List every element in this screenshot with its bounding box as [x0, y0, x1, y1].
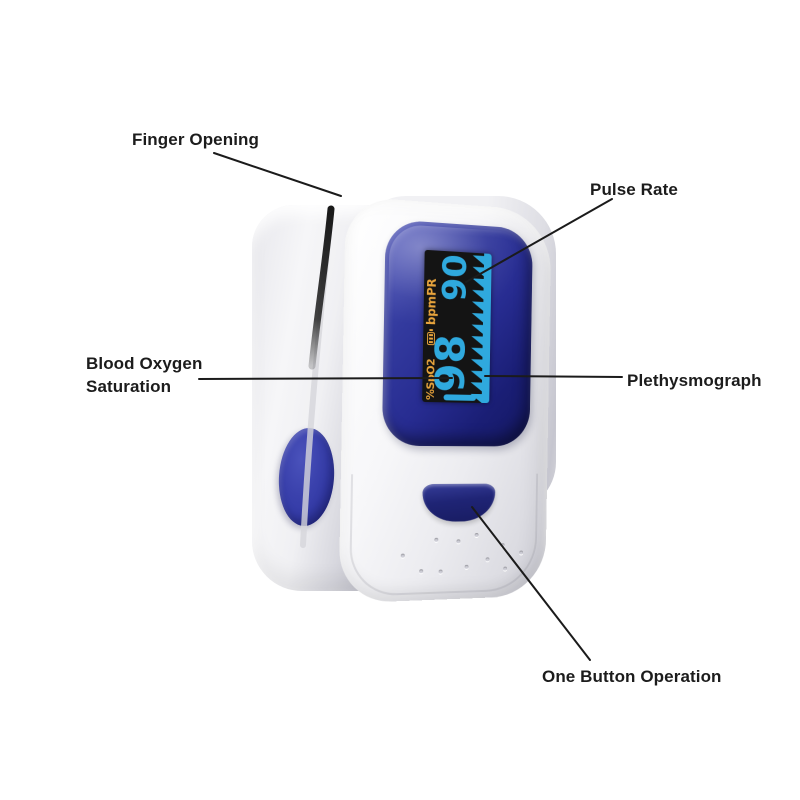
label-blood-oxygen-saturation: Blood Oxygen Saturation — [86, 354, 203, 396]
oled-screen-content: %SpO2 bpmPR 98 90 — [422, 250, 492, 404]
label-plethysmograph: Plethysmograph — [627, 371, 762, 390]
spo2-value: 98 — [426, 333, 475, 393]
pulse-rate-value: 90 — [435, 253, 475, 303]
display-bezel: %SpO2 bpmPR 98 90 — [381, 219, 533, 447]
device-front-face: %SpO2 bpmPR 98 90 — [338, 195, 552, 604]
leader-line-finger-opening — [213, 152, 342, 197]
label-finger-opening: Finger Opening — [132, 130, 260, 149]
plethysmograph-waveform-icon — [470, 252, 492, 404]
oled-screen: %SpO2 bpmPR 98 90 — [422, 249, 492, 404]
label-one-button-operation: One Button Operation — [542, 667, 722, 686]
label-pulse-rate: Pulse Rate — [590, 180, 678, 199]
